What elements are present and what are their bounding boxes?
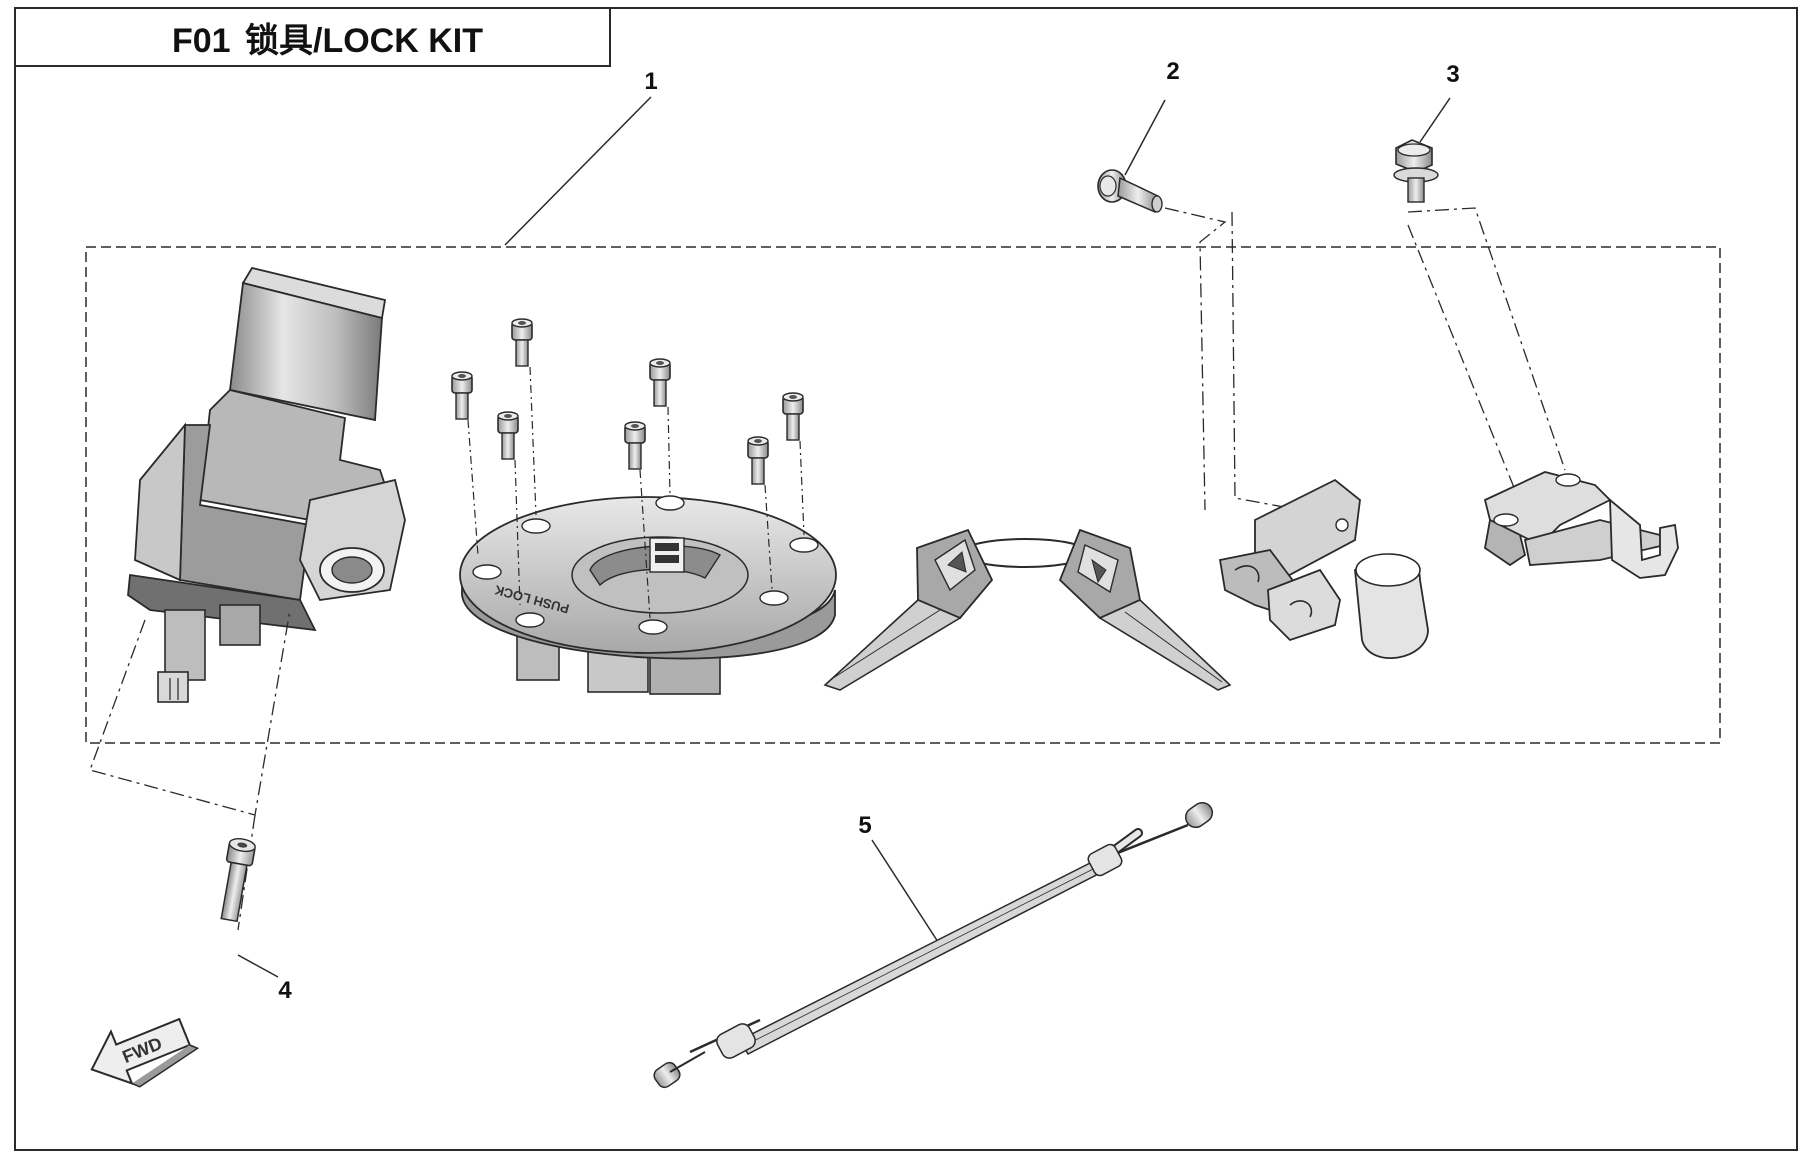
- fuel-cap-bolts: [451, 318, 805, 619]
- ignition-switch: [127, 266, 406, 703]
- screw-2: [1097, 169, 1163, 214]
- key-left: [823, 528, 994, 691]
- ignition-bolt-leader: [89, 609, 291, 816]
- forward-direction-arrow: FWD: [90, 1017, 200, 1088]
- callout-3-label: 3: [1446, 61, 1459, 88]
- callout-2-label: 2: [1166, 58, 1179, 85]
- callout-1-label: 1: [644, 68, 657, 95]
- page-title-code: F01: [172, 22, 231, 60]
- callout-5: 5: [858, 812, 941, 946]
- bolt-3-leader: [1407, 207, 1566, 471]
- callout-4-label: 4: [278, 977, 292, 1004]
- callout-1: 1: [504, 68, 658, 246]
- callout-3: 3: [1419, 61, 1460, 143]
- fuel-cap-assembly: PUSH LOCK: [459, 495, 837, 695]
- screw-2-leader: [1164, 207, 1227, 511]
- assembly-boundary: [85, 246, 1721, 744]
- bolt-3: [1393, 139, 1439, 203]
- bolt-4: [220, 838, 256, 923]
- seat-lock-cable: [653, 801, 1214, 1089]
- callout-2: 2: [1124, 58, 1180, 176]
- page-title-name: 锁具/LOCK KIT: [245, 22, 483, 60]
- callout-4: 4: [237, 954, 292, 1004]
- lock-bracket: [1218, 478, 1429, 659]
- callout-5-label: 5: [858, 812, 871, 839]
- key-set: [823, 528, 1232, 691]
- title-block: F01 锁具/LOCK KIT: [15, 8, 611, 67]
- key-right: [1058, 528, 1232, 691]
- page-frame: [14, 7, 1798, 1151]
- mounting-plate: [1483, 471, 1679, 579]
